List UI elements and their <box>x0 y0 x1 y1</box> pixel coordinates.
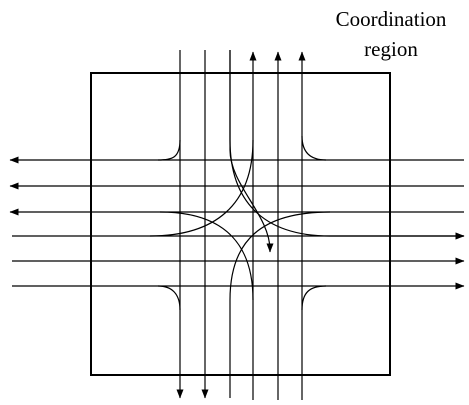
westbound-lane-3-left-turn <box>229 211 331 398</box>
coordination-region-box <box>90 72 391 376</box>
eastbound-lane-3-right-turn <box>157 285 181 311</box>
northbound-lane-1-left-turn <box>159 211 254 301</box>
coordination-region-label-line1: Coordination <box>336 7 447 31</box>
westbound-lane-1-right-turn <box>301 135 327 161</box>
coordination-region-label-line2: region <box>364 37 418 61</box>
southbound-lane-3-left-turn <box>229 50 465 240</box>
northbound-lane-3-right-turn <box>301 285 327 311</box>
eastbound-lane-1-left-turn <box>149 139 254 237</box>
southbound-lane-1-right-turn <box>157 139 181 161</box>
southbound-lane-3-straight <box>229 50 274 253</box>
